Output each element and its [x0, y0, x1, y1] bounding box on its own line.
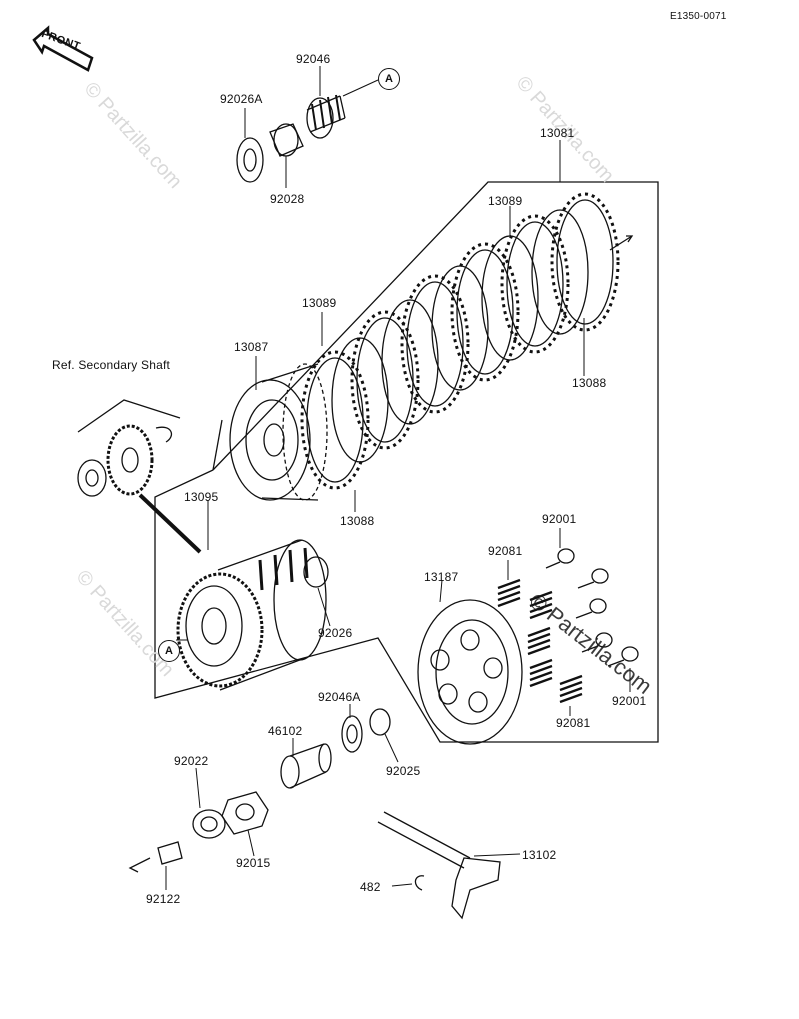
- part-label-92001-top[interactable]: 92001: [542, 512, 577, 526]
- part-label-92046[interactable]: 92046: [296, 52, 331, 66]
- part-label-46102[interactable]: 46102: [268, 724, 303, 738]
- part-label-92081-top[interactable]: 92081: [488, 544, 523, 558]
- part-label-92026a[interactable]: 92026A: [220, 92, 263, 106]
- clutch-plates-bracket: [154, 181, 659, 743]
- part-label-13102[interactable]: 13102: [522, 848, 557, 862]
- callout-a: A: [158, 640, 180, 662]
- reference-label: Ref. Secondary Shaft: [52, 358, 171, 372]
- part-label-13088-left[interactable]: 13088: [340, 514, 375, 528]
- front-arrow-icon: [32, 25, 94, 72]
- diagram-code: E1350-0071: [670, 11, 727, 22]
- part-label-13089-top[interactable]: 13089: [488, 194, 523, 208]
- part-label-13081[interactable]: 13081: [540, 126, 575, 140]
- callout-a: A: [378, 68, 400, 90]
- part-label-92028[interactable]: 92028: [270, 192, 305, 206]
- bearing-group-top: [236, 94, 346, 183]
- leader-lines: [165, 66, 631, 890]
- part-label-92122[interactable]: 92122: [146, 892, 181, 906]
- plate-stack: [300, 192, 634, 490]
- clutch-housing: [176, 539, 329, 691]
- bolts: [545, 548, 639, 667]
- part-label-92026[interactable]: 92026: [318, 626, 353, 640]
- clutch-hub: [229, 363, 328, 501]
- part-label-92046a[interactable]: 92046A: [318, 690, 361, 704]
- part-label-13087[interactable]: 13087: [234, 340, 269, 354]
- part-label-13089-mid[interactable]: 13089: [302, 296, 337, 310]
- part-label-92022[interactable]: 92022: [174, 754, 209, 768]
- part-label-92081-bottom[interactable]: 92081: [556, 716, 591, 730]
- secondary-shaft-bracket: [77, 399, 181, 433]
- part-label-13088-right[interactable]: 13088: [572, 376, 607, 390]
- pressure-plate: [417, 599, 523, 745]
- part-label-92015[interactable]: 92015: [236, 856, 271, 870]
- part-label-92025[interactable]: 92025: [386, 764, 421, 778]
- springs: [497, 578, 583, 704]
- part-label-92001-bottom[interactable]: 92001: [612, 694, 647, 708]
- part-label-13187[interactable]: 13187: [424, 570, 459, 584]
- secondary-shaft-gear: [77, 424, 202, 554]
- part-label-13095[interactable]: 13095: [184, 490, 219, 504]
- part-label-482[interactable]: 482: [360, 880, 381, 894]
- lower-parts: [128, 708, 501, 920]
